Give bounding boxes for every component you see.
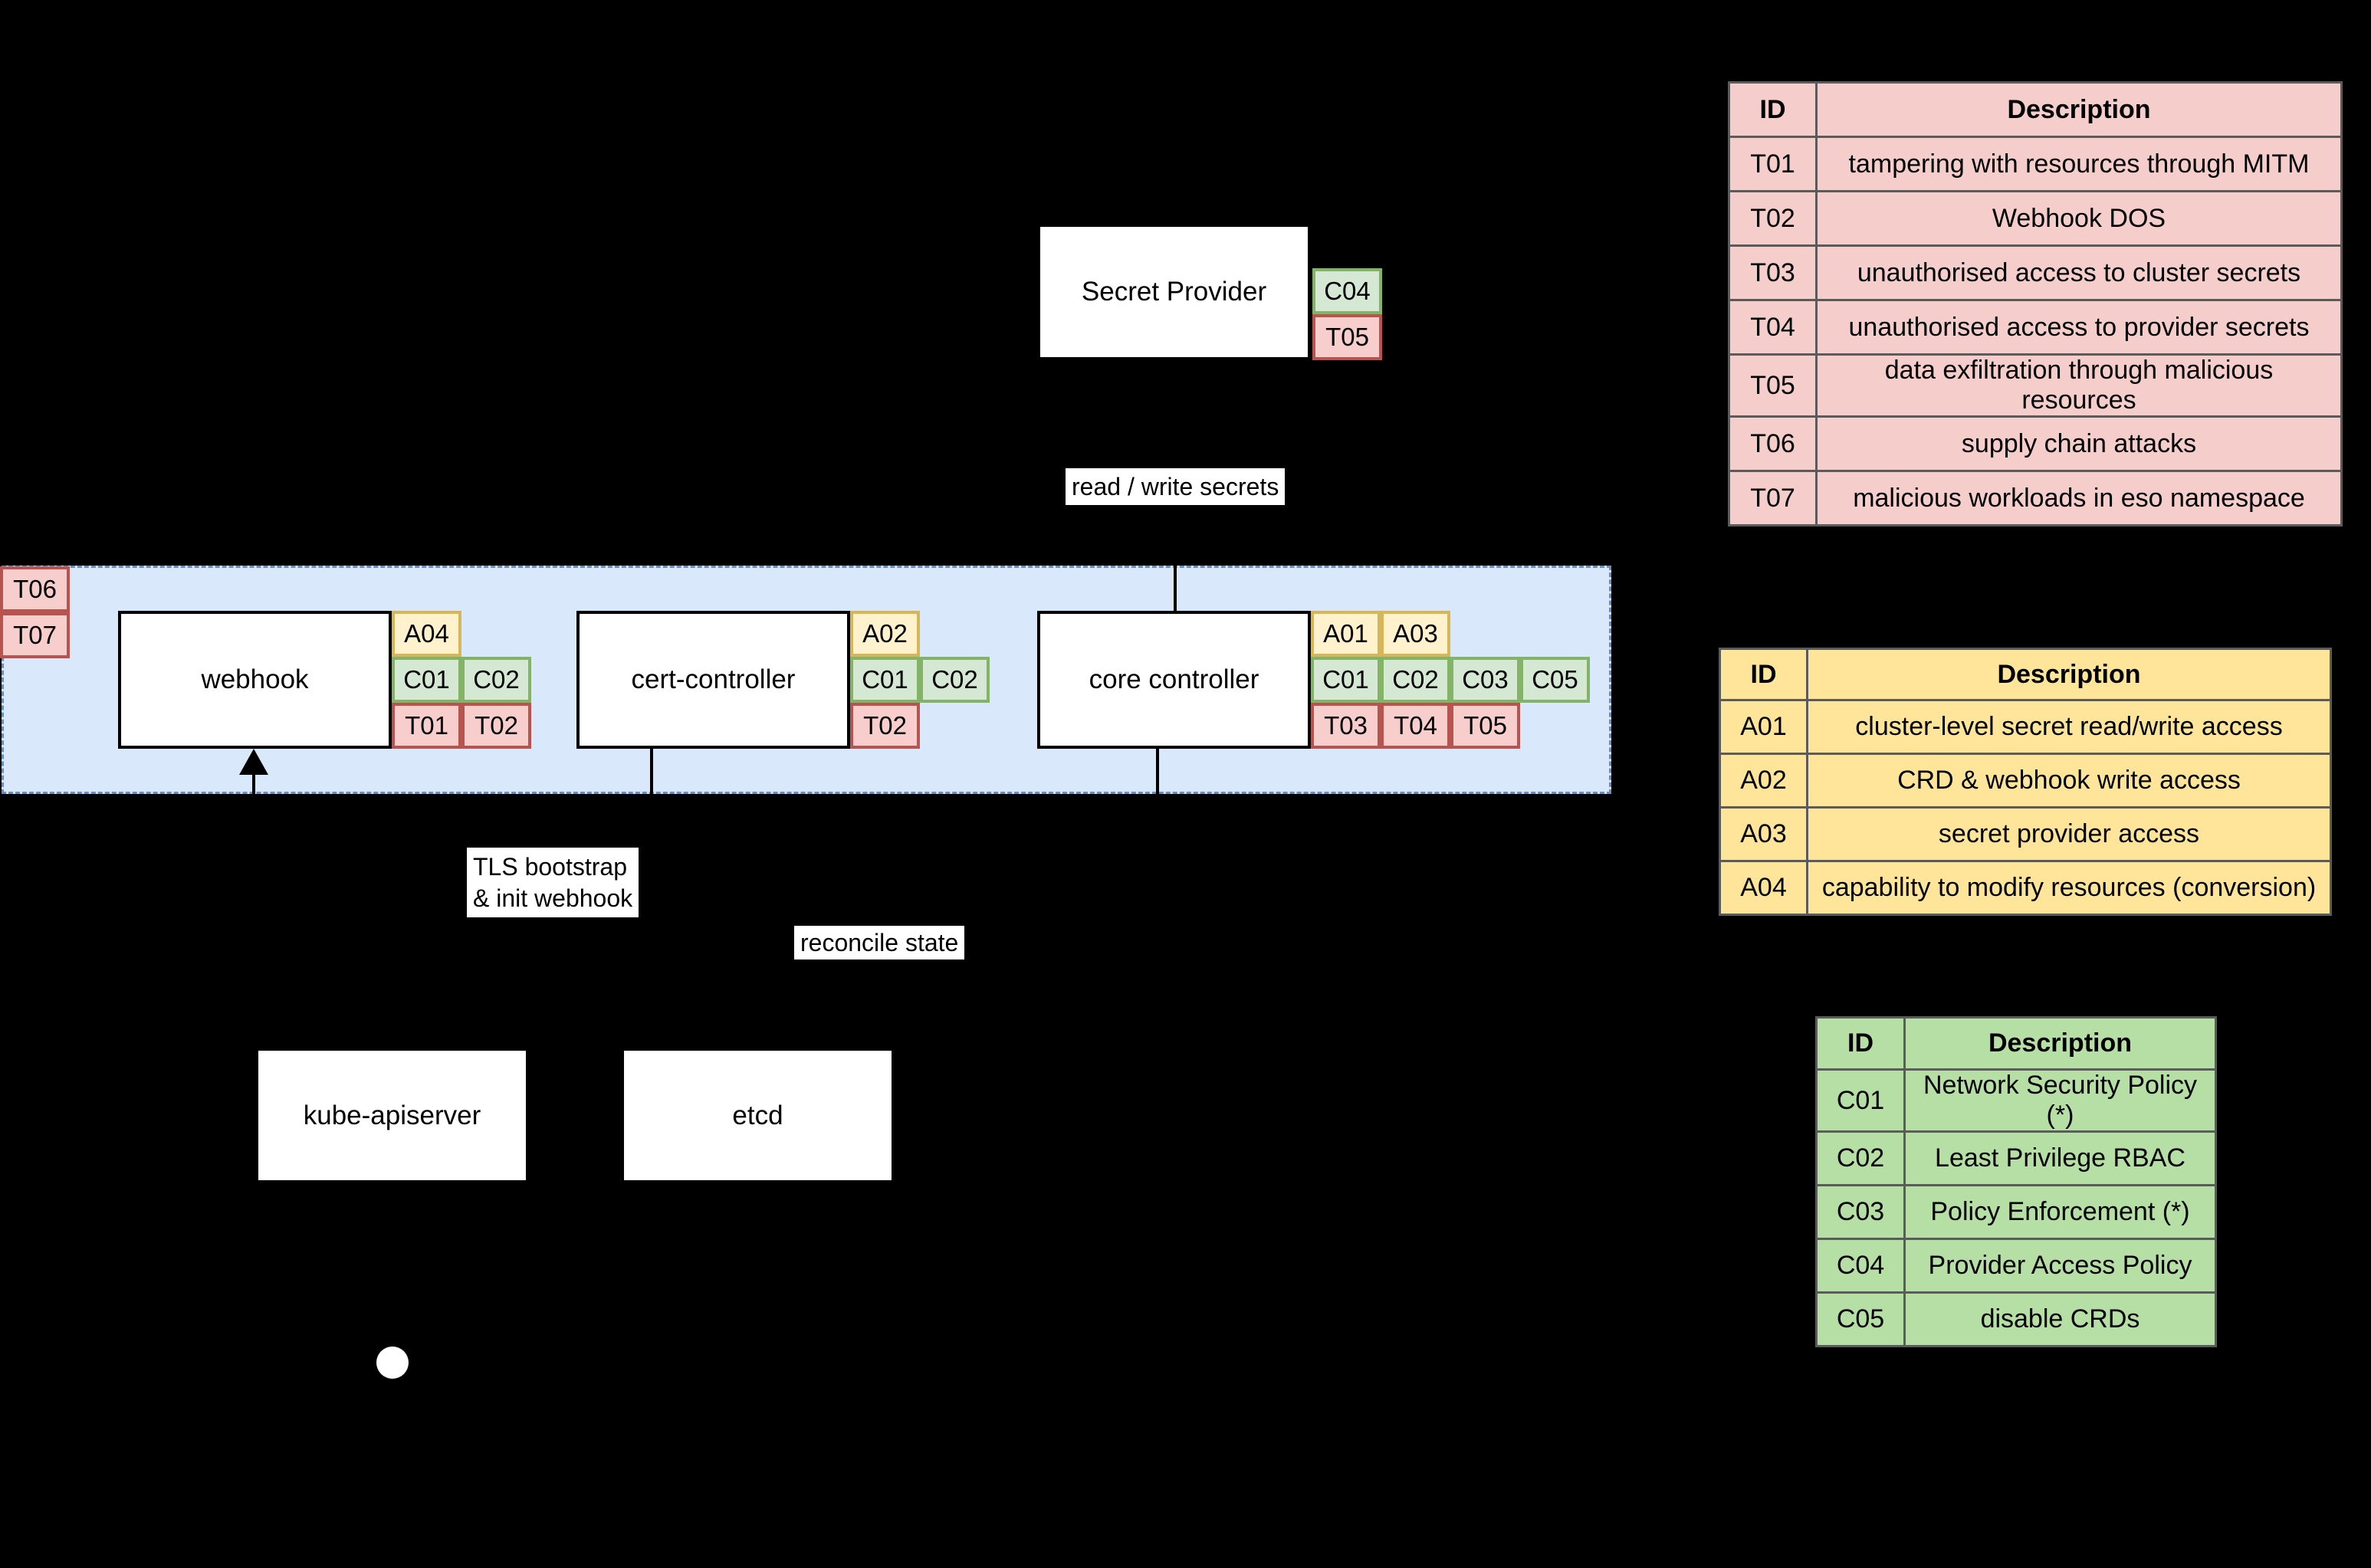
table-row: T02 Webhook DOS [1728,190,2343,247]
node-label: core controller [1089,664,1259,694]
node-label: kube-apiserver [303,1100,481,1130]
node-cert-controller: cert-controller [576,611,850,749]
table-row: C01 Network Security Policy (*) [1815,1068,2217,1133]
connector-core-controller-down [1156,749,1159,794]
tag-a04: A04 [392,611,461,657]
node-label: cert-controller [631,664,796,694]
tag-t06: T06 [0,566,70,612]
access-table: ID Description A01 cluster-level secret … [1719,648,2332,916]
table-row: T05 data exfiltration through malicious … [1728,353,2343,418]
tag-t07: T07 [0,612,70,658]
threats-table: ID Description T01 tampering with resour… [1728,81,2343,526]
controls-table: ID Description C01 Network Security Poli… [1815,1016,2217,1347]
node-label: webhook [201,664,309,694]
tag-c01: C01 [392,657,461,703]
node-label: etcd [732,1100,783,1130]
table-row: A02 CRD & webhook write access [1719,753,2332,809]
tag-t05: T05 [1312,314,1382,360]
edge-label-reconcile-state: reconcile state [794,926,965,959]
tag-c01: C01 [850,657,920,703]
node-webhook: webhook [118,611,392,749]
node-label: Secret Provider [1081,277,1267,307]
table-row: T03 unauthorised access to cluster secre… [1728,244,2343,301]
table-row: C03 Policy Enforcement (*) [1815,1184,2217,1240]
table-header-row: ID Description [1815,1016,2217,1071]
tag-c03: C03 [1450,657,1520,703]
tag-c01: C01 [1311,657,1381,703]
connector-into-webhook [252,769,255,794]
node-kube-apiserver: kube-apiserver [255,1048,529,1183]
edge-label-read-write-secrets: read / write secrets [1066,468,1286,505]
table-row: T06 supply chain attacks [1728,415,2343,472]
tag-t04: T04 [1381,703,1450,749]
table-row: T07 malicious workloads in eso namespace [1728,470,2343,526]
tag-t03: T03 [1311,703,1381,749]
table-row: T04 unauthorised access to provider secr… [1728,299,2343,356]
tag-c05: C05 [1520,657,1590,703]
table-header-row: ID Description [1719,648,2332,701]
tag-c02: C02 [461,657,531,703]
node-core-controller: core controller [1037,611,1311,749]
table-row: C04 Provider Access Policy [1815,1238,2217,1294]
table-row: T01 tampering with resources through MIT… [1728,136,2343,192]
tag-a01: A01 [1311,611,1381,657]
tag-t01: T01 [392,703,461,749]
node-secret-provider: Secret Provider [1037,224,1311,360]
connector-cert-controller-down [650,749,653,794]
node-etcd: etcd [621,1048,895,1183]
tag-t02: T02 [461,703,531,749]
table-row: C02 Least Privilege RBAC [1815,1130,2217,1186]
table-header-row: ID Description [1728,81,2343,138]
tag-a03: A03 [1381,611,1450,657]
edge-label-tls-bootstrap: TLS bootstrap & init webhook [467,848,639,917]
tag-c02: C02 [920,657,990,703]
endpoint-dot [376,1347,409,1379]
tag-t02: T02 [850,703,920,749]
table-row: A04 capability to modify resources (conv… [1719,860,2332,916]
table-row: C05 disable CRDs [1815,1291,2217,1347]
table-row: A01 cluster-level secret read/write acce… [1719,699,2332,755]
arrowhead-up-icon [239,749,268,775]
tag-a02: A02 [850,611,920,657]
table-row: A03 secret provider access [1719,806,2332,862]
tag-c04: C04 [1312,268,1382,314]
tag-c02: C02 [1381,657,1450,703]
tag-t05: T05 [1450,703,1520,749]
